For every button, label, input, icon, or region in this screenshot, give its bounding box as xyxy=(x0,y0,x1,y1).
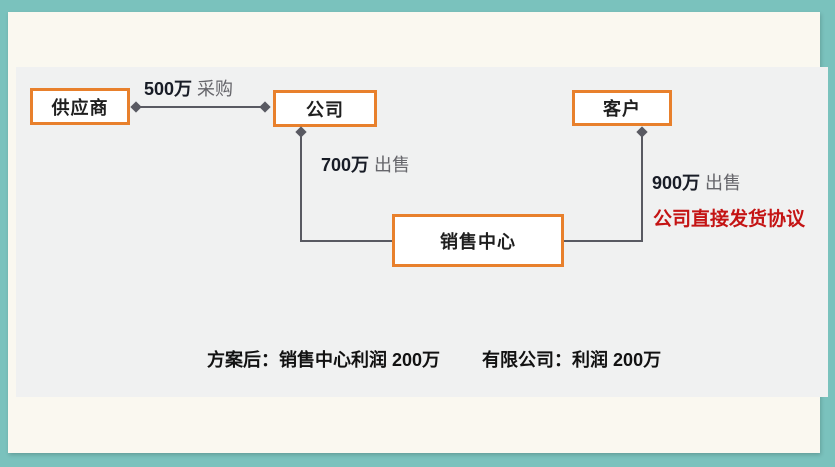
node-supplier: 供应商 xyxy=(30,88,130,125)
node-sales-center-label: 销售中心 xyxy=(440,231,516,252)
sell-to-sales-amount: 700万 xyxy=(321,155,370,175)
edge-label-sell-to-sales: 700万出售 xyxy=(321,151,410,177)
node-supplier-label: 供应商 xyxy=(51,97,109,118)
connector-sales-customer-vertical xyxy=(641,131,643,242)
summary-company-profit: 有限公司：利润 200万 xyxy=(482,350,662,370)
connector-company-sales-vertical xyxy=(300,131,302,242)
sell-to-sales-action: 出售 xyxy=(374,155,411,175)
edge-label-sell-to-customer: 900万出售 xyxy=(652,169,741,195)
purchase-action: 采购 xyxy=(197,79,234,99)
node-sales-center: 销售中心 xyxy=(392,214,564,267)
sell-to-customer-action: 出售 xyxy=(705,173,742,193)
sell-to-customer-amount: 900万 xyxy=(652,173,701,193)
connector-company-sales-horizontal xyxy=(300,240,392,242)
purchase-amount: 500万 xyxy=(144,79,193,99)
summary-footer: 方案后：销售中心利润 200万 有限公司：利润 200万 xyxy=(207,346,661,372)
direct-shipping-annotation: 公司直接发货协议 xyxy=(653,209,806,230)
node-customer-label: 客户 xyxy=(603,99,641,119)
node-company-label: 公司 xyxy=(306,99,344,120)
edge-label-purchase: 500万采购 xyxy=(144,75,233,101)
node-company: 公司 xyxy=(273,90,377,127)
connector-supplier-company xyxy=(138,106,266,108)
summary-sales-center-profit: 方案后：销售中心利润 200万 xyxy=(207,350,441,370)
connector-sales-customer-horizontal xyxy=(564,240,643,242)
node-customer: 客户 xyxy=(572,90,672,126)
